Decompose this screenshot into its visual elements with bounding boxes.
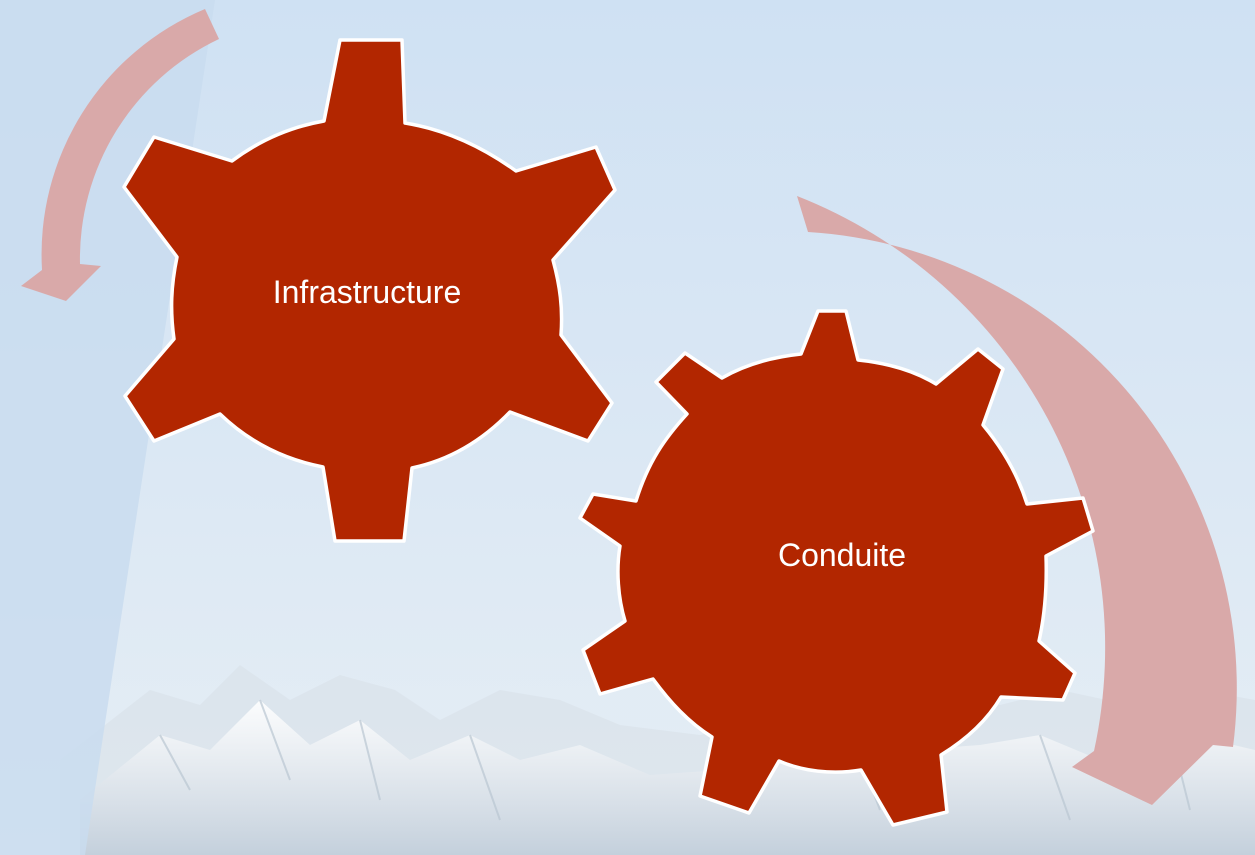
gear-body xyxy=(578,309,1095,827)
gear-label: Infrastructure xyxy=(273,274,462,310)
gear-infrastructure: Infrastructure xyxy=(122,38,617,543)
mountain-front xyxy=(80,700,1255,855)
cycle-arrows xyxy=(21,9,1237,805)
gear-label: Conduite xyxy=(778,537,906,573)
arrow-clockwise xyxy=(797,196,1237,805)
gear-body xyxy=(122,38,617,543)
arrow-counterclockwise xyxy=(21,9,219,301)
gear-conduite: Conduite xyxy=(578,309,1095,827)
